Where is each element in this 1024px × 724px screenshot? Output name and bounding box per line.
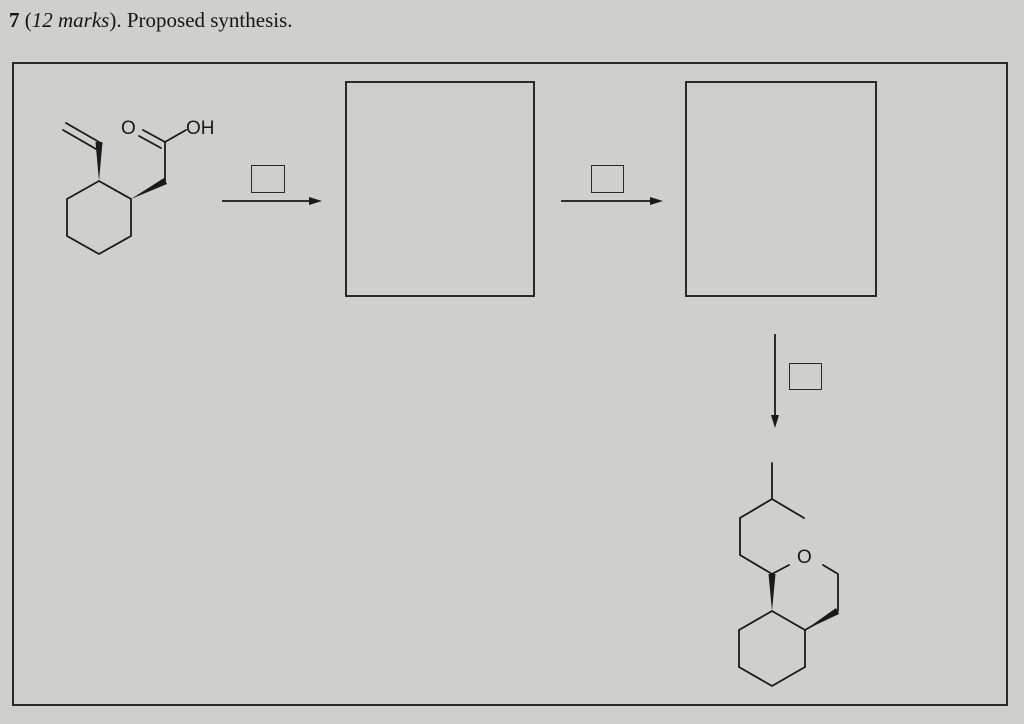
- wedge-bond-vinyl: [95, 142, 103, 181]
- question-heading: 7 (12 marks). Proposed synthesis.: [9, 6, 293, 34]
- ring-oxygen-label: O: [797, 547, 812, 568]
- wedge-bond-ring-fusion: [805, 608, 839, 630]
- wedge-bond-ring-junction: [768, 574, 776, 611]
- arrowhead-step-3: [771, 415, 779, 428]
- intermediate-2-box[interactable]: [685, 81, 877, 297]
- target-molecule-structure: [738, 462, 839, 687]
- reagent-box-step-1[interactable]: [251, 165, 285, 193]
- question-title: Proposed synthesis.: [126, 8, 293, 32]
- carbonyl-double-bond-b: [138, 135, 162, 149]
- vinyl-single-bond: [65, 122, 100, 143]
- starting-material-structure: [62, 122, 187, 255]
- hydroxyl-label: OH: [186, 118, 215, 139]
- carbonyl-oxygen-label: O: [121, 118, 136, 139]
- marks-open: (: [19, 8, 32, 32]
- question-marks: 12 marks: [31, 8, 110, 32]
- vinyl-double-bond: [62, 129, 97, 150]
- arrowhead-step-2: [650, 197, 663, 205]
- reagent-box-step-2[interactable]: [591, 165, 624, 193]
- target-cyclohexane-ring: [738, 610, 806, 687]
- reagent-box-step-3[interactable]: [789, 363, 822, 390]
- isopentyl-chain: [739, 462, 773, 575]
- cyclohexane-ring: [66, 180, 132, 255]
- reaction-arrows: [222, 197, 779, 428]
- answer-frame: [12, 62, 1008, 706]
- isopentyl-methyl-branch: [771, 498, 805, 519]
- hydroxyl-bond: [164, 129, 187, 143]
- ring-oxygen-bond-left: [771, 564, 790, 575]
- wedge-bond-sidechain: [131, 178, 167, 199]
- carbonyl-double-bond-a: [142, 129, 166, 143]
- marks-close: ).: [109, 8, 122, 32]
- arrowhead-step-1: [309, 197, 322, 205]
- question-number: 7: [9, 8, 20, 32]
- intermediate-1-box[interactable]: [345, 81, 535, 297]
